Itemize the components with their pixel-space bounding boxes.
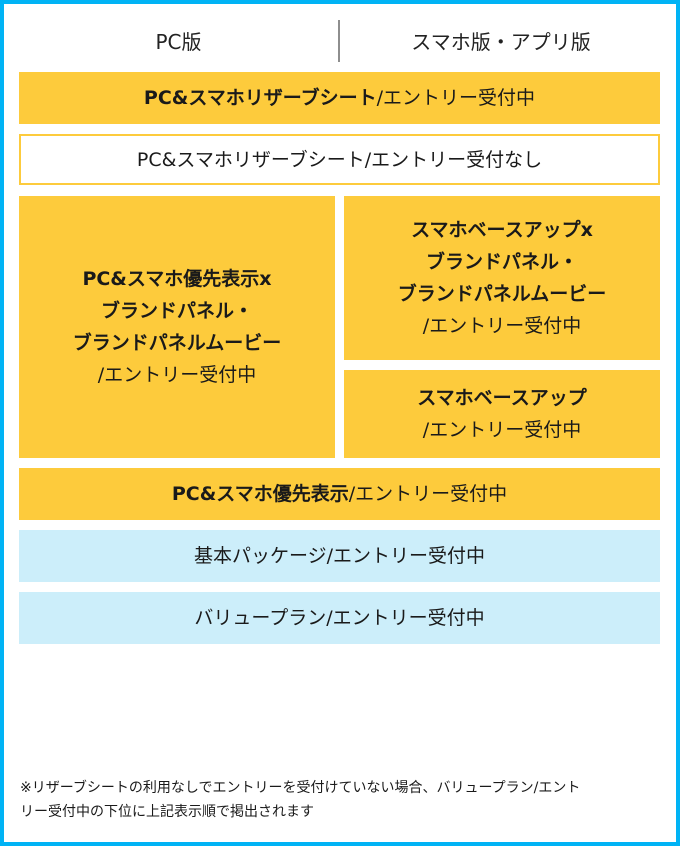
row-reserve-seat-no-entry: PC&スマホリザーブシート/エントリー受付なし xyxy=(19,134,660,185)
entry-status: /エントリー受付中 xyxy=(422,315,582,337)
tab-pc[interactable]: PC版 xyxy=(155,29,202,54)
tab-divider xyxy=(338,20,340,62)
entry-status: /エントリー受付中 xyxy=(97,364,257,386)
platform-tabs: PC版 スマホ版・アプリ版 xyxy=(0,18,680,62)
plan-name-line: ブランドパネル・ xyxy=(100,300,253,322)
cell-base-up: スマホベースアップ /エントリー受付中 xyxy=(344,370,660,458)
row-label: PC&スマホリザーブシート/エントリー受付中 xyxy=(144,82,535,114)
entry-status: /エントリー受付中 xyxy=(422,419,582,441)
plan-name-line: ブランドパネルムービー xyxy=(397,283,607,305)
plan-name-line: PC&スマホ優先表示x xyxy=(82,268,272,290)
cell-base-up-brand-panel: スマホベースアップx ブランドパネル・ ブランドパネルムービー /エントリー受付… xyxy=(344,196,660,360)
cell-priority-brand-panel: PC&スマホ優先表示x ブランドパネル・ ブランドパネルムービー /エントリー受… xyxy=(19,196,335,458)
footnote: ※リザーブシートの利用なしでエントリーを受付けていない場合、バリュープラン/エン… xyxy=(20,776,660,824)
plan-name-line: ブランドパネルムービー xyxy=(72,332,282,354)
row-priority-display: PC&スマホ優先表示/エントリー受付中 xyxy=(19,468,660,520)
row-value-plan: バリュープラン/エントリー受付中 xyxy=(19,592,660,644)
row-label: PC&スマホ優先表示/エントリー受付中 xyxy=(172,478,507,510)
row-label: PC&スマホリザーブシート/エントリー受付なし xyxy=(136,148,543,171)
entry-status: /エントリー受付中 xyxy=(348,483,508,505)
plan-name: PC&スマホ優先表示 xyxy=(171,483,349,505)
row-label: 基本パッケージ/エントリー受付中 xyxy=(193,545,486,567)
plan-name: PC&スマホリザーブシート xyxy=(143,87,377,109)
plan-name-line: ブランドパネル・ xyxy=(425,251,578,273)
tab-smartphone-app[interactable]: スマホ版・アプリ版 xyxy=(411,29,591,54)
row-label: バリュープラン/エントリー受付中 xyxy=(194,607,485,629)
entry-status: /エントリー受付中 xyxy=(376,87,536,109)
row-basic-package: 基本パッケージ/エントリー受付中 xyxy=(19,530,660,582)
plan-name-line: スマホベースアップ xyxy=(417,387,587,409)
footnote-line: ※リザーブシートの利用なしでエントリーを受付けていない場合、バリュープラン/エン… xyxy=(20,780,581,796)
footnote-line: リー受付中の下位に上記表示順で掲出されます xyxy=(20,804,314,820)
plan-name-line: スマホベースアップx xyxy=(411,219,593,241)
row-reserve-seat-entry: PC&スマホリザーブシート/エントリー受付中 xyxy=(19,72,660,124)
